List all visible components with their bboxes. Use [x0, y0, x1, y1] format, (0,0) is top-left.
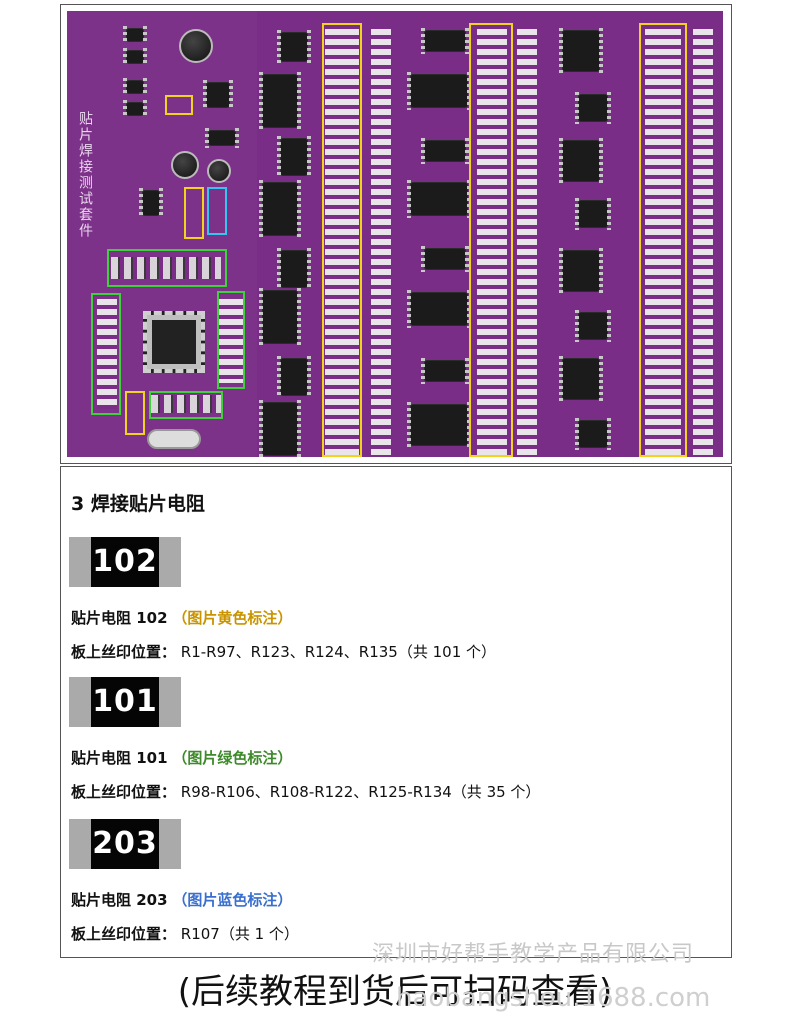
resistor-column: [645, 29, 681, 455]
ic-chip: [421, 28, 469, 54]
watermark-company: 深圳市好帮手教学产品有限公司: [372, 942, 695, 967]
watermark-site: haobangshou.1688.com: [396, 983, 711, 1013]
resistor-101-image: 101: [69, 677, 181, 727]
highlight-yellow: [322, 23, 362, 457]
resistor-name: 贴片电阻 101: [71, 749, 168, 767]
highlight-yellow: [165, 95, 193, 115]
resistor-column: [97, 299, 117, 409]
ic-chip: [575, 92, 611, 124]
resistor-102-position-line: 板上丝印位置： R1-R97、R123、R124、R135（共 101 个）: [71, 641, 496, 662]
crystal-oscillator: [147, 429, 201, 449]
pcb-title-silkscreen: 贴片焊接测试套件: [77, 111, 93, 239]
ic-chip: [407, 72, 471, 110]
highlight-yellow: [184, 187, 204, 239]
resistor-101-position-line: 板上丝印位置： R98-R106、R108-R122、R125-R134（共 3…: [71, 781, 540, 802]
ic-chip: [421, 246, 469, 272]
led-column: [517, 29, 537, 455]
resistor-code: 203: [91, 819, 159, 869]
resistor-note: （图片黄色标注）: [172, 609, 293, 627]
highlight-green: [217, 291, 245, 389]
position-value: R107（共 1 个）: [180, 925, 299, 943]
highlight-yellow: [639, 23, 687, 457]
ic-chip: [277, 356, 311, 398]
ic-chip: [559, 138, 603, 184]
ic-chip: [559, 28, 603, 74]
resistor-name: 贴片电阻 102: [71, 609, 168, 627]
led-column: [371, 29, 391, 455]
ic-chip: [421, 358, 469, 384]
highlight-green: [107, 249, 227, 287]
mcu-chip: [143, 311, 205, 373]
resistor-203-name-line: 贴片电阻 203 （图片蓝色标注）: [71, 889, 292, 910]
ic-chip: [575, 198, 611, 230]
highlight-blue: [207, 187, 227, 235]
resistor-101-name-line: 贴片电阻 101 （图片绿色标注）: [71, 747, 292, 768]
smd-part: [123, 26, 147, 44]
led-column: [693, 29, 713, 455]
ic-chip: [575, 418, 611, 450]
ic-chip: [259, 72, 301, 130]
smd-part: [205, 128, 239, 148]
ic-chip: [407, 290, 471, 328]
section-title: 3 焊接贴片电阻: [71, 493, 205, 515]
resistor-102-image: 102: [69, 537, 181, 587]
ic-chip: [259, 180, 301, 238]
ic-chip: [277, 248, 311, 290]
smd-part: [123, 100, 147, 118]
resistor-column: [325, 29, 359, 455]
resistor-row: [111, 257, 221, 279]
ic-chip: [259, 400, 301, 457]
resistor-code: 101: [91, 677, 159, 727]
resistor-code: 102: [91, 537, 159, 587]
pcb-photo: 贴片焊接测试套件: [67, 11, 723, 457]
push-button: [139, 188, 163, 218]
ic-chip: [407, 180, 471, 218]
ic-chip: [259, 288, 301, 346]
smd-part: [123, 78, 147, 96]
electrolytic-capacitor: [171, 151, 199, 179]
electrolytic-capacitor: [179, 29, 213, 63]
highlight-yellow: [469, 23, 513, 457]
highlight-yellow: [125, 391, 145, 435]
ic-chip: [277, 136, 311, 178]
resistor-note: （图片绿色标注）: [172, 749, 293, 767]
ic-chip: [277, 30, 311, 64]
resistor-column: [477, 29, 507, 455]
resistor-row: [151, 395, 221, 413]
resistor-info-panel: 3 焊接贴片电阻 102 贴片电阻 102 （图片黄色标注） 板上丝印位置： R…: [60, 466, 732, 958]
resistor-column: [219, 299, 243, 383]
highlight-green: [149, 391, 223, 419]
ic-chip: [575, 310, 611, 342]
electrolytic-capacitor: [207, 159, 231, 183]
position-label: 板上丝印位置：: [71, 925, 177, 943]
position-value: R98-R106、R108-R122、R125-R134（共 35 个）: [180, 783, 541, 801]
resistor-102-name-line: 贴片电阻 102 （图片黄色标注）: [71, 607, 292, 628]
highlight-green: [91, 293, 121, 415]
regulator-chip: [203, 80, 233, 110]
resistor-name: 贴片电阻 203: [71, 891, 168, 909]
smd-part: [123, 48, 147, 66]
resistor-203-position-line: 板上丝印位置： R107（共 1 个）: [71, 923, 299, 944]
position-label: 板上丝印位置：: [71, 783, 177, 801]
ic-chip: [421, 138, 469, 164]
resistor-note: （图片蓝色标注）: [172, 891, 293, 909]
ic-chip: [559, 248, 603, 294]
footer-note: (后续教程到货后可扫码查看): [177, 972, 613, 1012]
ic-chip: [559, 356, 603, 402]
ic-chip: [407, 402, 471, 448]
resistor-203-image: 203: [69, 819, 181, 869]
position-value: R1-R97、R123、R124、R135（共 101 个）: [180, 643, 497, 661]
position-label: 板上丝印位置：: [71, 643, 177, 661]
pcb-photo-frame: 贴片焊接测试套件: [60, 4, 732, 464]
